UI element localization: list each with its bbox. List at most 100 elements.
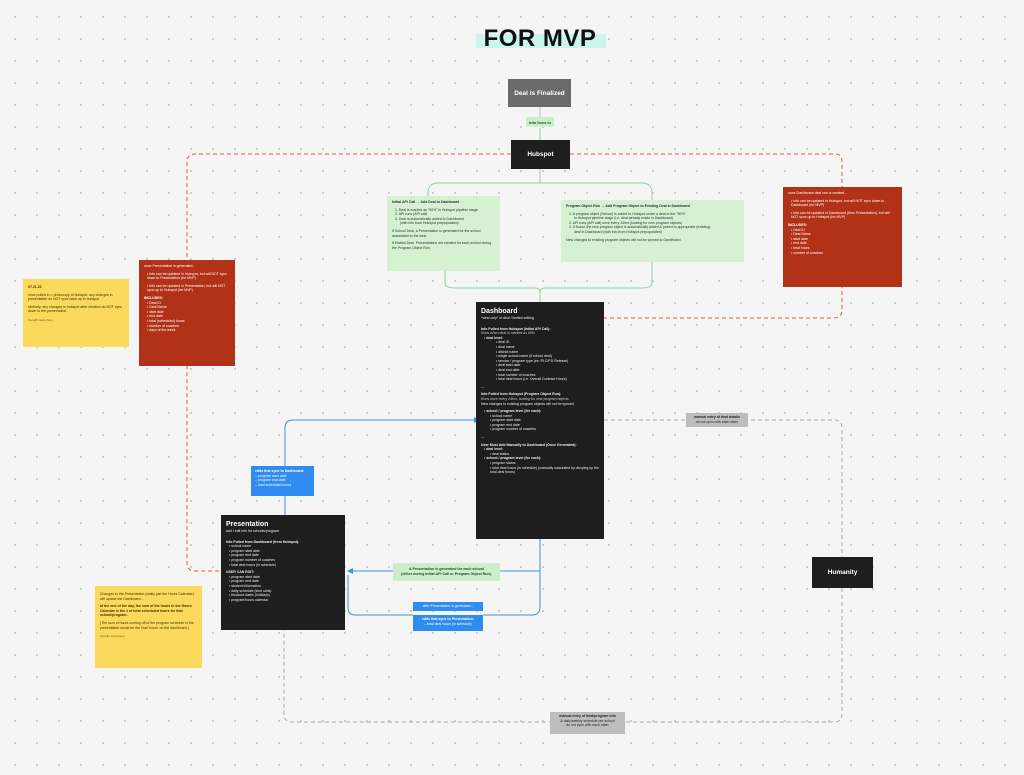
red-right-includes-label: INCLUDES: [788,222,808,227]
dashboard-subtitle: *view only* of deal / limited editing [481,316,534,320]
hubspot-node[interactable]: Hubspot [511,140,570,169]
initial-api-step: 1. Deal is marked as "90%" in Hubspot pi… [395,207,478,212]
sticky-text: (The sum of hours coming off of the prog… [100,620,194,630]
red-right-include: Deal Name [791,232,897,237]
sticky-author: Sunidhi Humphrey [28,317,53,322]
connector-hubspot-to-presentation [186,153,511,572]
dashboard-section-subtitle: Runs once every 24hrs, looking for new p… [481,396,570,401]
connector-blue-to-presentation [347,575,413,616]
gray-manual-line: manual entry of deal details [693,415,741,419]
presentation-panel[interactable]: Presentation add / edit info for schools… [221,515,345,630]
edits-sync-to-presentation-note[interactable]: edits that sync to Presentation: – total… [413,615,483,631]
sticky-text: similarly, any changes in hubspot after … [28,304,123,314]
dashboard-field: deal ID [490,340,599,345]
dashboard-level-label: school / program level (for each): [484,456,599,461]
dashboard-field: program status [490,461,599,466]
sticky-text: Changes to the Presentation (really just… [100,592,194,601]
dashboard-field: district name [490,350,599,355]
dashboard-panel[interactable]: Dashboard *view only* of deal / limited … [476,302,604,539]
program-object-note: New changes to existing program objects … [566,237,682,242]
manual-entry-deal-label: manual entry of deal details do not sync… [686,413,748,427]
sticky-date: 07.21.22 [28,285,42,289]
initial-api-title: Initial API Call → Add Deal to Dashboard [392,200,460,204]
gray-manual-line: manual entry of deal/program info [559,714,616,718]
sticky-note-hours-calendar[interactable]: Changes to the Presentation (really just… [95,586,202,668]
program-object-step: 3. If found, the new program object is a… [569,225,711,230]
red-right-include: total hours [791,246,897,251]
green-pres-line: (either during Initial API Call or Progr… [401,572,492,576]
program-object-run-note[interactable]: Program Object Run → Add Program Object … [561,200,744,262]
connector-presentation-to-dashboard [284,419,476,515]
presentation-field: program end date [229,553,340,558]
red-right-include: start date [791,237,897,242]
presentation-field: student information [229,584,340,589]
dashboard-sync-rules-note[interactable]: once Dashboard deal row is created... In… [783,187,902,287]
deal-finalized-node[interactable]: Deal is Finalized [508,79,571,107]
presentation-sync-rules-note[interactable]: once Presentation is generated... Info c… [139,260,235,366]
sticky-note-sync-reminder[interactable]: 07.21.22 once pulled in = photocopy of h… [23,279,129,347]
presentation-field: blockout dates (holidays) [229,593,340,598]
manual-entry-program-label: manual entry of deal/program info & dail… [550,712,625,734]
dashboard-field: single school name (if school deal) [490,354,599,359]
dashboard-section-title: Info Pulled from Hubspot (Initial API Ca… [481,326,551,331]
dashboard-section-subtitle: Runs when deal is marked as 90% [481,331,535,336]
initial-api-district-note: If District Deal, Presentations are crea… [392,241,492,250]
gray-manual-line: & daily/weekly schedule per school [560,718,615,723]
presentation-subtitle: add / edit info for schools/program [226,529,279,533]
initial-api-step: 2. API runs (API call) [395,212,428,217]
program-object-title: Program Object Run → Add Program Object … [566,204,690,208]
red-left-heading: once Presentation is generated... [144,264,196,268]
initial-api-call-note[interactable]: Initial API Call → Add Deal to Dashboard… [387,196,500,271]
connector-program-to-dashboard [539,262,653,294]
program-object-step: 1. A program object (School) is added to… [569,211,686,216]
presentation-field: program start date [229,575,340,580]
dashboard-section-title: Info Pulled from Hubspot (Program Object… [481,392,562,397]
red-right-include: number of coaches [791,251,897,256]
dashboard-field: deal name [490,345,599,350]
dashboard-level-label: deal level: [484,447,599,452]
blue-sync-item: – total scheduled hours [255,482,292,487]
red-right-heading: once Dashboard deal row is created... [788,191,847,195]
program-object-step: deal in Dashboard (with info from Hubspo… [574,229,662,234]
dashboard-section-subtitle: New changes to existing program objects … [481,401,575,406]
connector-dashboard-to-humanity [604,419,843,557]
dashboard-field: school name [490,414,599,419]
red-right-include: Deal ID [791,228,897,233]
page-title: FOR MVP [483,25,597,52]
presentation-field: daily schedule (time slots) [229,589,340,594]
initial-api-school-note: If School Deal, a Presentation is genera… [392,228,481,238]
presentation-field: program/hours calendar [229,598,340,603]
presentation-field: program start date [229,549,340,554]
dashboard-separator: --- [481,384,485,389]
presentation-generated-label: A Presentation is generated for each sch… [393,563,500,581]
green-pres-line: A Presentation is generated for each sch… [409,567,484,572]
after-presentation-generated-note[interactable]: after Presentation is generated... [413,602,483,611]
gray-manual-line: do not sync with each other [695,419,739,424]
dashboard-title: Dashboard [481,308,518,315]
dashboard-separator: --- [481,435,485,440]
sticky-text-bold: at the end of the day, the sum of the ho… [100,604,192,618]
blue-sync-item: – program end date [255,478,286,483]
edits-sync-to-dashboard-note[interactable]: edits that sync to Dashboard: – program … [251,466,314,496]
presentation-field: total deal hours (in schedule) [229,563,340,568]
dashboard-field: total deal hours (i.e. Overall Contract … [490,377,599,382]
presentation-field: program end date [229,579,340,584]
red-left-include: Deal Name [147,305,230,310]
connector-initial-to-dashboard [444,270,541,302]
red-right-bullet: Info can be updated in Hubspot, but will… [791,199,897,208]
red-right-include: end date [791,241,897,246]
presentation-section-title: Info Pulled from Dashboard (from Hubspot… [226,539,300,544]
dashboard-field: total deal hours (in schedule) (manually… [490,466,599,475]
red-left-includes-label: INCLUDES: [144,295,164,300]
blue-edits-title: edits that sync to Presentation: [421,617,475,621]
connector-dashboard-to-blue [483,539,541,616]
connector-humanity-to-presentation [283,588,843,723]
info-lives-in-label: Info lives in [526,117,554,127]
dashboard-level-label: deal level: [484,336,599,341]
dashboard-field: service / program type (ex: PLC/PD Relea… [490,359,599,364]
dashboard-field: deal status [490,452,599,457]
program-object-step: in Hubspot pipeline stage (i.e. deal alr… [574,216,674,221]
humanity-node[interactable]: Humanity [812,557,873,588]
dashboard-field: deal end date [490,368,599,373]
presentation-field: school name [229,544,340,549]
